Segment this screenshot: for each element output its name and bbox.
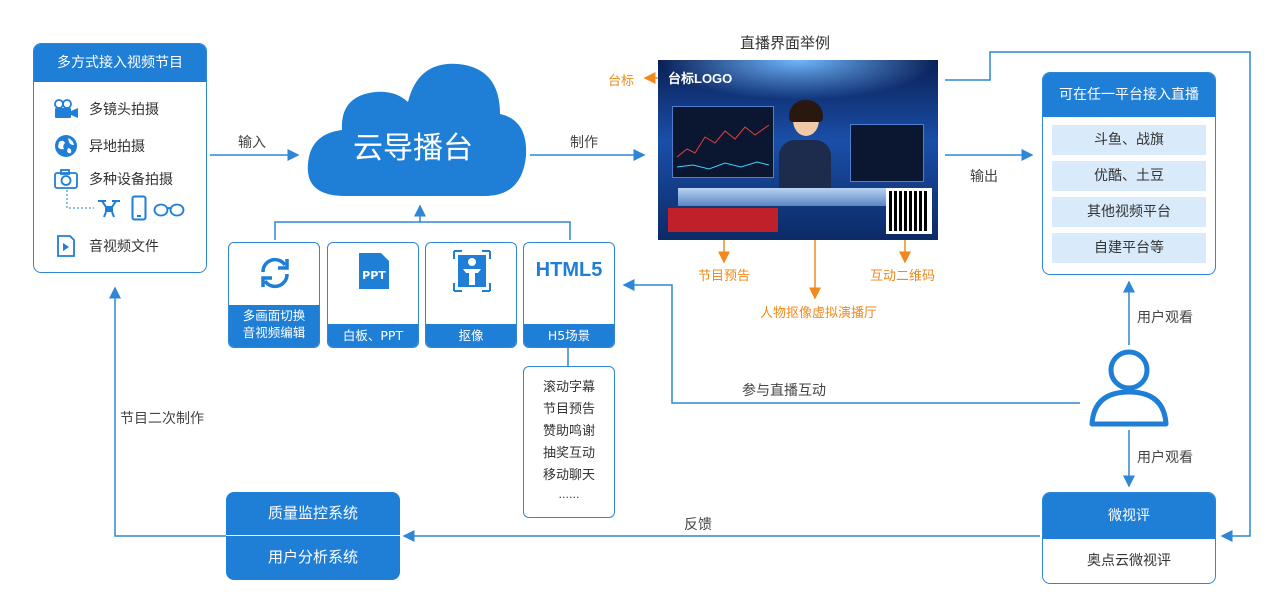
secondary-label: 节目二次制作: [120, 411, 204, 427]
tool-caption: H5场景: [524, 324, 614, 347]
drone-icon: [98, 200, 120, 218]
callout-preview: 节目预告: [698, 269, 751, 284]
platforms-title: 可在任一平台接入直播: [1043, 73, 1215, 117]
output-label: 输出: [970, 169, 998, 185]
cloud-label: 云导播台: [353, 131, 473, 166]
info-screen-right: [850, 124, 924, 182]
globe-icon: [55, 135, 77, 157]
callout-qr: 互动二维码: [870, 269, 936, 284]
interact-label: 参与直播互动: [742, 383, 826, 399]
monitor-item: 质量监控系统: [226, 492, 400, 536]
sources-title: 多方式接入视频节目: [34, 44, 206, 82]
camera-icon: [54, 169, 78, 189]
tool-caption: 抠像: [426, 324, 516, 347]
user-icon: [1089, 349, 1169, 427]
tool-switch-edit: 多画面切换 音视频编辑: [228, 242, 320, 348]
input-label: 输入: [238, 135, 266, 151]
watch-label-bottom: 用户观看: [1137, 450, 1193, 466]
feature-item: ......: [558, 488, 580, 501]
qr-code: [886, 188, 932, 234]
loop-arrow: [945, 51, 1251, 542]
review-subtitle: 奥点云微视评: [1087, 553, 1171, 569]
callout-station: 台标: [608, 74, 635, 89]
media-file-icon: [57, 235, 75, 257]
ppt-icon: PPT: [359, 253, 389, 289]
produce-label: 制作: [570, 135, 598, 151]
html5-icon: HTML5: [535, 259, 603, 281]
live-example-title: 直播界面举例: [740, 34, 831, 52]
cloud-shape: [307, 63, 527, 196]
station-logo-text: 台标LOGO: [668, 71, 733, 86]
refresh-icon: [261, 257, 289, 289]
keying-person-icon: [453, 250, 491, 292]
monitor-item: 用户分析系统: [267, 548, 358, 566]
source-label: 音视频文件: [89, 239, 159, 255]
desk: [678, 188, 918, 206]
platform-item: 斗鱼、战旗: [1052, 125, 1206, 155]
video-camera-icon: [54, 99, 78, 118]
source-item: 多镜头拍摄: [53, 99, 159, 119]
platform-item: 自建平台等: [1052, 233, 1206, 263]
h5-features-box: 滚动字幕 节目预告 赞助鸣谢 抽奖互动 移动聊天 ......: [523, 366, 615, 518]
tool-caption: 白板、PPT: [328, 324, 418, 347]
tool-h5: HTML5 H5场景: [523, 242, 615, 348]
monitor-panel: 质量监控系统 用户分析系统: [226, 492, 400, 580]
tool-keying: 抠像: [425, 242, 517, 348]
program-preview-bar: [668, 208, 778, 232]
feature-item: 赞助鸣谢: [542, 424, 595, 439]
source-label: 多镜头拍摄: [89, 102, 159, 118]
svg-text:PPT: PPT: [362, 269, 386, 282]
platform-item: 优酷、土豆: [1052, 161, 1206, 191]
tool-caption-text: 多画面切换 音视频编辑: [242, 308, 306, 340]
device-connector: [66, 190, 94, 209]
source-label: 多种设备拍摄: [89, 172, 173, 188]
live-example-screen: 台标LOGO: [658, 60, 938, 240]
feedback-label: 反馈: [684, 517, 712, 533]
platform-item: 其他视频平台: [1052, 197, 1206, 227]
stock-screen-left: [672, 106, 774, 178]
source-item: 异地拍摄: [53, 134, 145, 158]
tool-caption: 多画面切换 音视频编辑: [229, 305, 319, 347]
source-item: 多种设备拍摄: [53, 168, 173, 190]
watch-label-top: 用户观看: [1137, 310, 1193, 326]
phone-icon: [131, 195, 147, 221]
source-label: 异地拍摄: [89, 139, 145, 155]
tool-ppt: PPT 白板、PPT: [327, 242, 419, 348]
interact-arrow: [622, 279, 1080, 404]
secondary-arrow: [109, 286, 226, 537]
feature-item: 节目预告: [542, 402, 595, 417]
feature-item: 抽奖互动: [542, 446, 595, 461]
review-panel: 微视评 奥点云微视评: [1042, 492, 1216, 584]
source-item: 音视频文件: [53, 235, 159, 257]
feature-item: 滚动字幕: [542, 380, 595, 395]
anchor-figure: [775, 100, 835, 200]
tools-to-cloud: [274, 206, 571, 240]
feature-item: 移动聊天: [542, 468, 595, 483]
sources-panel: 多方式接入视频节目: [33, 43, 207, 273]
review-title: 微视评: [1043, 493, 1215, 539]
vr-glasses-icon: [153, 203, 185, 217]
callout-virtual: 人物抠像虚拟演播厅: [760, 306, 878, 321]
